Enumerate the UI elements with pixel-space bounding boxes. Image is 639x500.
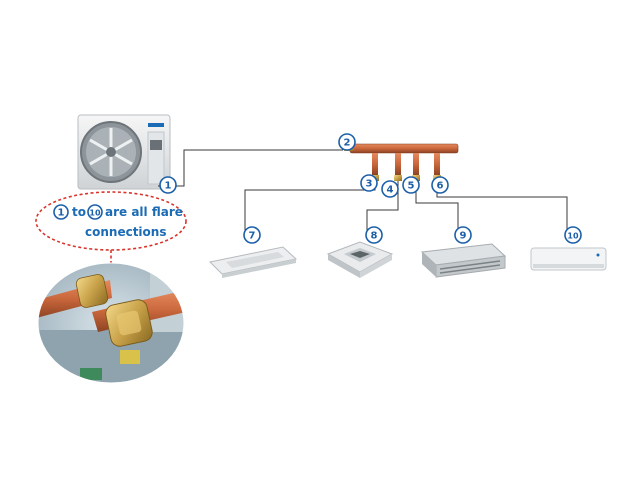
caption-word-to: to — [72, 205, 86, 219]
badge-5-label: 5 — [408, 181, 415, 192]
badge-3: 3 — [360, 174, 378, 192]
indoor-unit-ducted — [420, 243, 507, 278]
indoor-unit-cassette — [326, 241, 394, 278]
branch-header — [344, 143, 459, 181]
badge-1-label: 1 — [165, 181, 172, 192]
flare-callout: 1 to 10 are all flare connections — [35, 191, 187, 265]
caption-line2: connections — [85, 225, 166, 239]
caption-number-start: 1 — [58, 208, 65, 219]
indoor-unit-ceiling-slim — [208, 246, 298, 278]
badge-8: 8 — [365, 226, 383, 244]
badge-6: 6 — [431, 176, 449, 194]
badge-4-label: 4 — [387, 185, 394, 196]
badge-7-label: 7 — [249, 231, 256, 242]
badge-3-label: 3 — [366, 179, 373, 190]
badge-1: 1 — [159, 176, 177, 194]
badge-2: 2 — [338, 133, 356, 151]
badge-6-label: 6 — [437, 181, 444, 192]
flare-fitting-photo — [37, 262, 185, 384]
caption-line1: are all flare — [105, 205, 183, 219]
badge-5: 5 — [402, 176, 420, 194]
refrigerant-pipes — [158, 149, 568, 232]
badge-9-label: 9 — [460, 231, 467, 242]
badge-4: 4 — [381, 180, 399, 198]
badge-2-label: 2 — [344, 138, 351, 149]
badge-9: 9 — [454, 226, 472, 244]
outdoor-unit — [77, 114, 171, 190]
badge-10-label: 10 — [567, 232, 579, 241]
badge-7: 7 — [243, 226, 261, 244]
badge-10: 10 — [564, 226, 582, 244]
indoor-unit-wall-mounted — [530, 247, 607, 271]
badge-8-label: 8 — [371, 231, 378, 242]
caption-number-end: 10 — [89, 209, 101, 218]
